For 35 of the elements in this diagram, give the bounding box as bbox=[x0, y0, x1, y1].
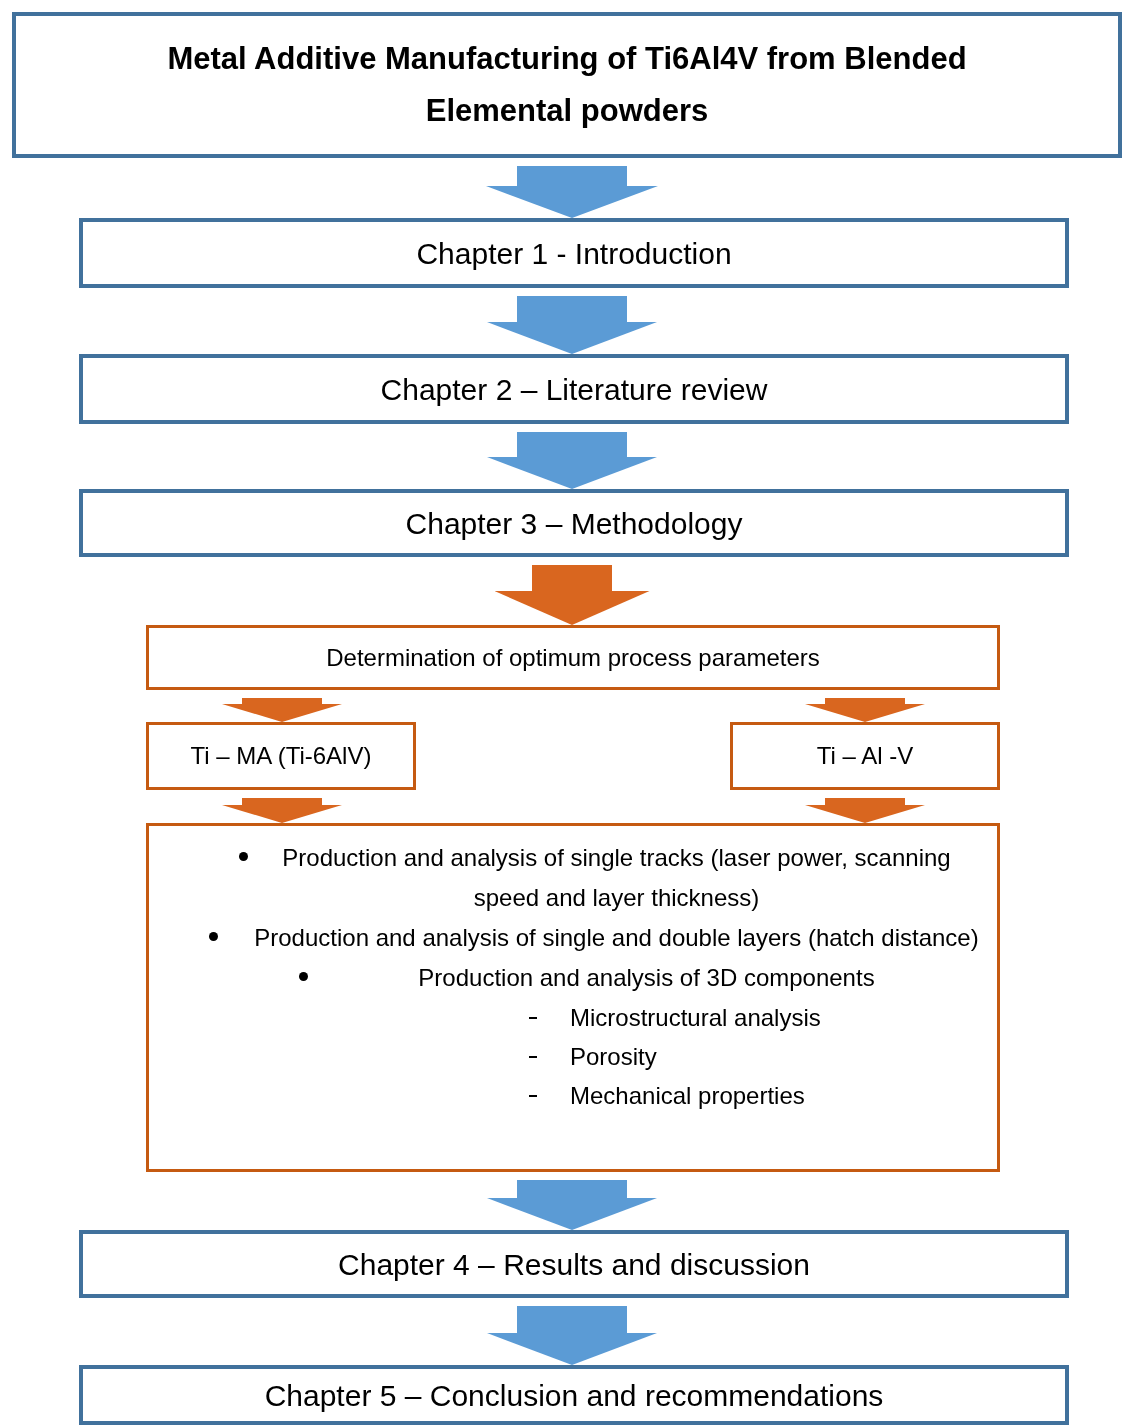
box-label: Chapter 2 – Literature review bbox=[380, 371, 768, 408]
list-item: Production and analysis of single tracks (laser power, scanning speed and layer thickness) bbox=[281, 843, 952, 913]
list-item: Microstructural analysis bbox=[570, 1002, 821, 1033]
list-item: Production and analysis of single and double layers (hatch distance) bbox=[253, 923, 980, 953]
process-box bbox=[79, 1365, 1069, 1425]
block-arrow bbox=[805, 798, 925, 823]
block-arrow bbox=[486, 166, 658, 218]
block-arrow bbox=[494, 565, 650, 625]
block-arrow bbox=[487, 1306, 657, 1365]
box-label: Ti – Al -V bbox=[816, 741, 914, 771]
box-label: Determination of optimum process parameters bbox=[326, 642, 820, 673]
box-label: Chapter 1 - Introduction bbox=[416, 235, 732, 272]
process-box bbox=[12, 12, 1122, 158]
box-label: Chapter 4 – Results and discussion bbox=[338, 1246, 810, 1283]
list-item: Mechanical properties bbox=[570, 1080, 805, 1111]
process-box bbox=[79, 1230, 1069, 1298]
process-box bbox=[79, 489, 1069, 557]
block-arrow bbox=[487, 432, 657, 489]
process-box bbox=[730, 722, 1000, 790]
list-item: Porosity bbox=[570, 1041, 657, 1072]
process-box bbox=[146, 823, 1000, 1172]
process-box bbox=[146, 625, 1000, 690]
block-arrow bbox=[487, 296, 657, 354]
block-arrow bbox=[805, 698, 925, 722]
box-label: Ti – MA (Ti-6AlV) bbox=[190, 741, 372, 771]
process-box bbox=[79, 218, 1069, 288]
box-label: Metal Additive Manufacturing of Ti6Al4V from Blended Elemental powders bbox=[166, 40, 968, 130]
block-arrow bbox=[487, 1180, 657, 1230]
block-arrow bbox=[222, 698, 342, 722]
list-item: Production and analysis of 3D components bbox=[417, 963, 876, 993]
box-label: Chapter 5 – Conclusion and recommendations bbox=[264, 1377, 884, 1414]
block-arrow bbox=[222, 798, 342, 823]
process-box bbox=[79, 354, 1069, 424]
process-box bbox=[146, 722, 416, 790]
box-label: Chapter 3 – Methodology bbox=[405, 505, 743, 542]
